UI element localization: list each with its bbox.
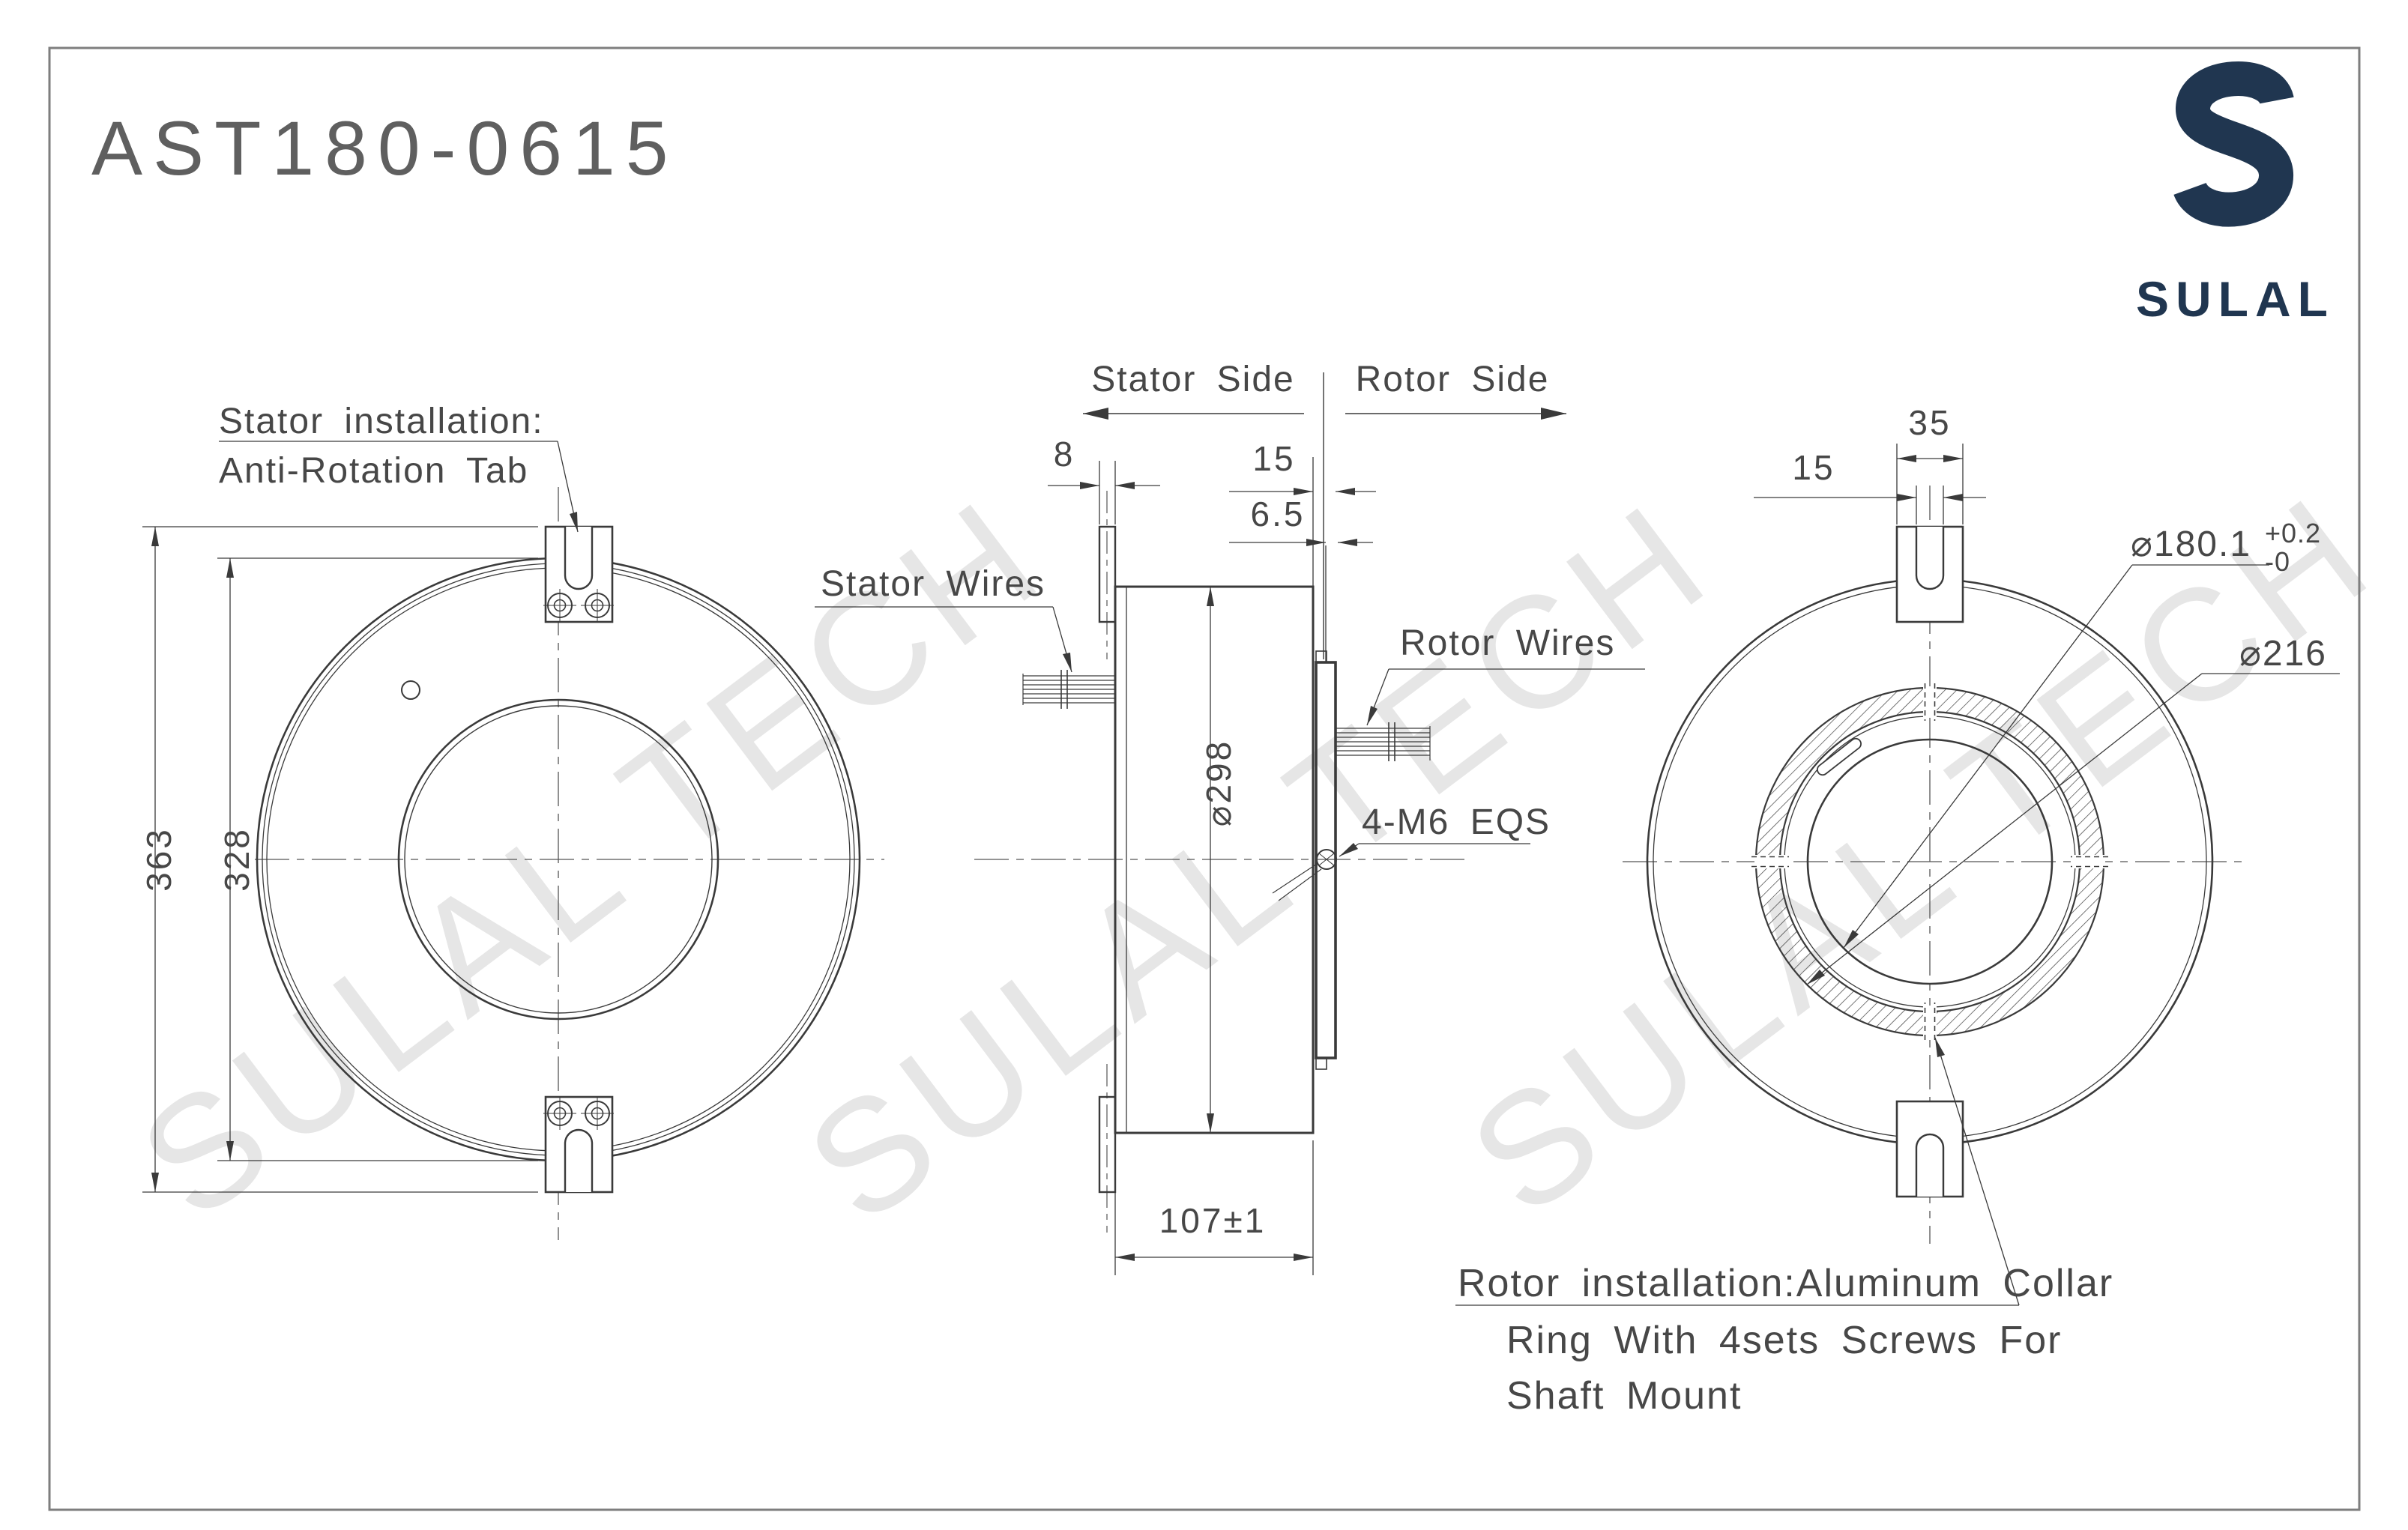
rotor-slot: [1817, 737, 1862, 776]
stator-wires-label: Stator Wires: [821, 564, 1045, 604]
dim-107-text: 107±1: [1159, 1201, 1267, 1240]
dim-8-text: 8: [1054, 435, 1075, 474]
tab-screw: [581, 1097, 614, 1130]
dim-35: [1896, 444, 1964, 524]
logo-s-mark: [2173, 61, 2294, 227]
dim-107: [1114, 1140, 1314, 1275]
sheet-border: [48, 46, 2361, 1511]
dim-363: [142, 526, 538, 1193]
stator-installation-label-line2: Anti-Rotation Tab: [219, 451, 528, 491]
side-direction-arrows: [1083, 372, 1566, 659]
leader-m6: [1339, 843, 1530, 857]
front-pin-hole: [401, 680, 420, 700]
front-bore-circle: [397, 698, 719, 1020]
collar-screw-w: [1751, 855, 1789, 868]
dim-328: [217, 557, 538, 1161]
m6-screws-label: 4-M6 EQS: [1362, 802, 1551, 842]
leader-stator-wires: [815, 606, 1072, 673]
dim-15-slot-text: 15: [1792, 448, 1835, 487]
rotor-note-line3: Shaft Mount: [1506, 1374, 1742, 1418]
leader-collar-od: [1806, 673, 2340, 985]
rotor-bore-circle: [1806, 738, 2054, 985]
side-view: [815, 372, 1645, 1275]
rotor-bottom-tab: [1895, 1100, 1964, 1198]
dim-15-offset: [1229, 457, 1376, 587]
tab-screw: [543, 589, 576, 622]
dim-bore-text: ⌀180.1: [2131, 524, 2251, 564]
tab-screw: [543, 1097, 576, 1130]
dim-15-slot: [1754, 486, 1986, 524]
dim-298-text: ⌀298: [1199, 740, 1238, 826]
dim-35-text: 35: [1908, 403, 1951, 442]
stator-side-label: Stator Side: [1091, 360, 1294, 399]
rotor-top-tab: [1895, 525, 1964, 623]
brand-logo-text: SULAL: [2136, 271, 2335, 327]
brand-logo: SULAL: [2136, 60, 2331, 327]
leader-rotor-note: [1455, 1037, 2020, 1306]
rotor-wires-label: Rotor Wires: [1400, 623, 1615, 663]
dim-bore-tol-plus: +0.2: [2265, 518, 2321, 548]
dim-15-offset-text: 15: [1252, 439, 1295, 478]
leader-bore: [1843, 564, 2269, 949]
leader-rotor-wires: [1366, 668, 1645, 726]
rotor-wires: [1336, 722, 1431, 761]
collar-screw-n: [1923, 683, 1937, 721]
dim-328-text: 328: [217, 827, 256, 892]
stator-installation-label-line1: Stator installation:: [219, 402, 544, 441]
dim-363-text: 363: [139, 827, 178, 892]
stator-wires: [1022, 670, 1115, 709]
leader-stator-installation: [219, 441, 579, 533]
dim-8: [1048, 461, 1160, 524]
dim-6-5-text: 6.5: [1251, 495, 1306, 533]
side-m6-screw: [1272, 849, 1337, 901]
dim-bore-tol-minus: -0: [2265, 546, 2290, 577]
collar-screw-s: [1923, 1003, 1937, 1040]
front-view: [142, 441, 884, 1240]
front-top-tab: [543, 525, 614, 623]
dim-6-5: [1229, 539, 1373, 662]
side-top-tab: [1098, 525, 1117, 623]
rotor-side-label: Rotor Side: [1356, 360, 1550, 399]
collar-screw-e: [2071, 855, 2108, 868]
rotor-note-line1: Rotor installation:Aluminum Collar: [1458, 1262, 2113, 1305]
dim-collar-od-text: ⌀216: [2239, 634, 2327, 674]
rotor-note-line2: Ring With 4sets Screws For: [1506, 1319, 2063, 1362]
side-body: [1114, 585, 1315, 1134]
dim-298: [1207, 587, 1214, 1133]
page-title: AST180-0615: [91, 106, 679, 191]
tab-screw: [581, 589, 614, 622]
front-bottom-tab: [543, 1095, 614, 1194]
rotor-view: [1455, 444, 2340, 1306]
